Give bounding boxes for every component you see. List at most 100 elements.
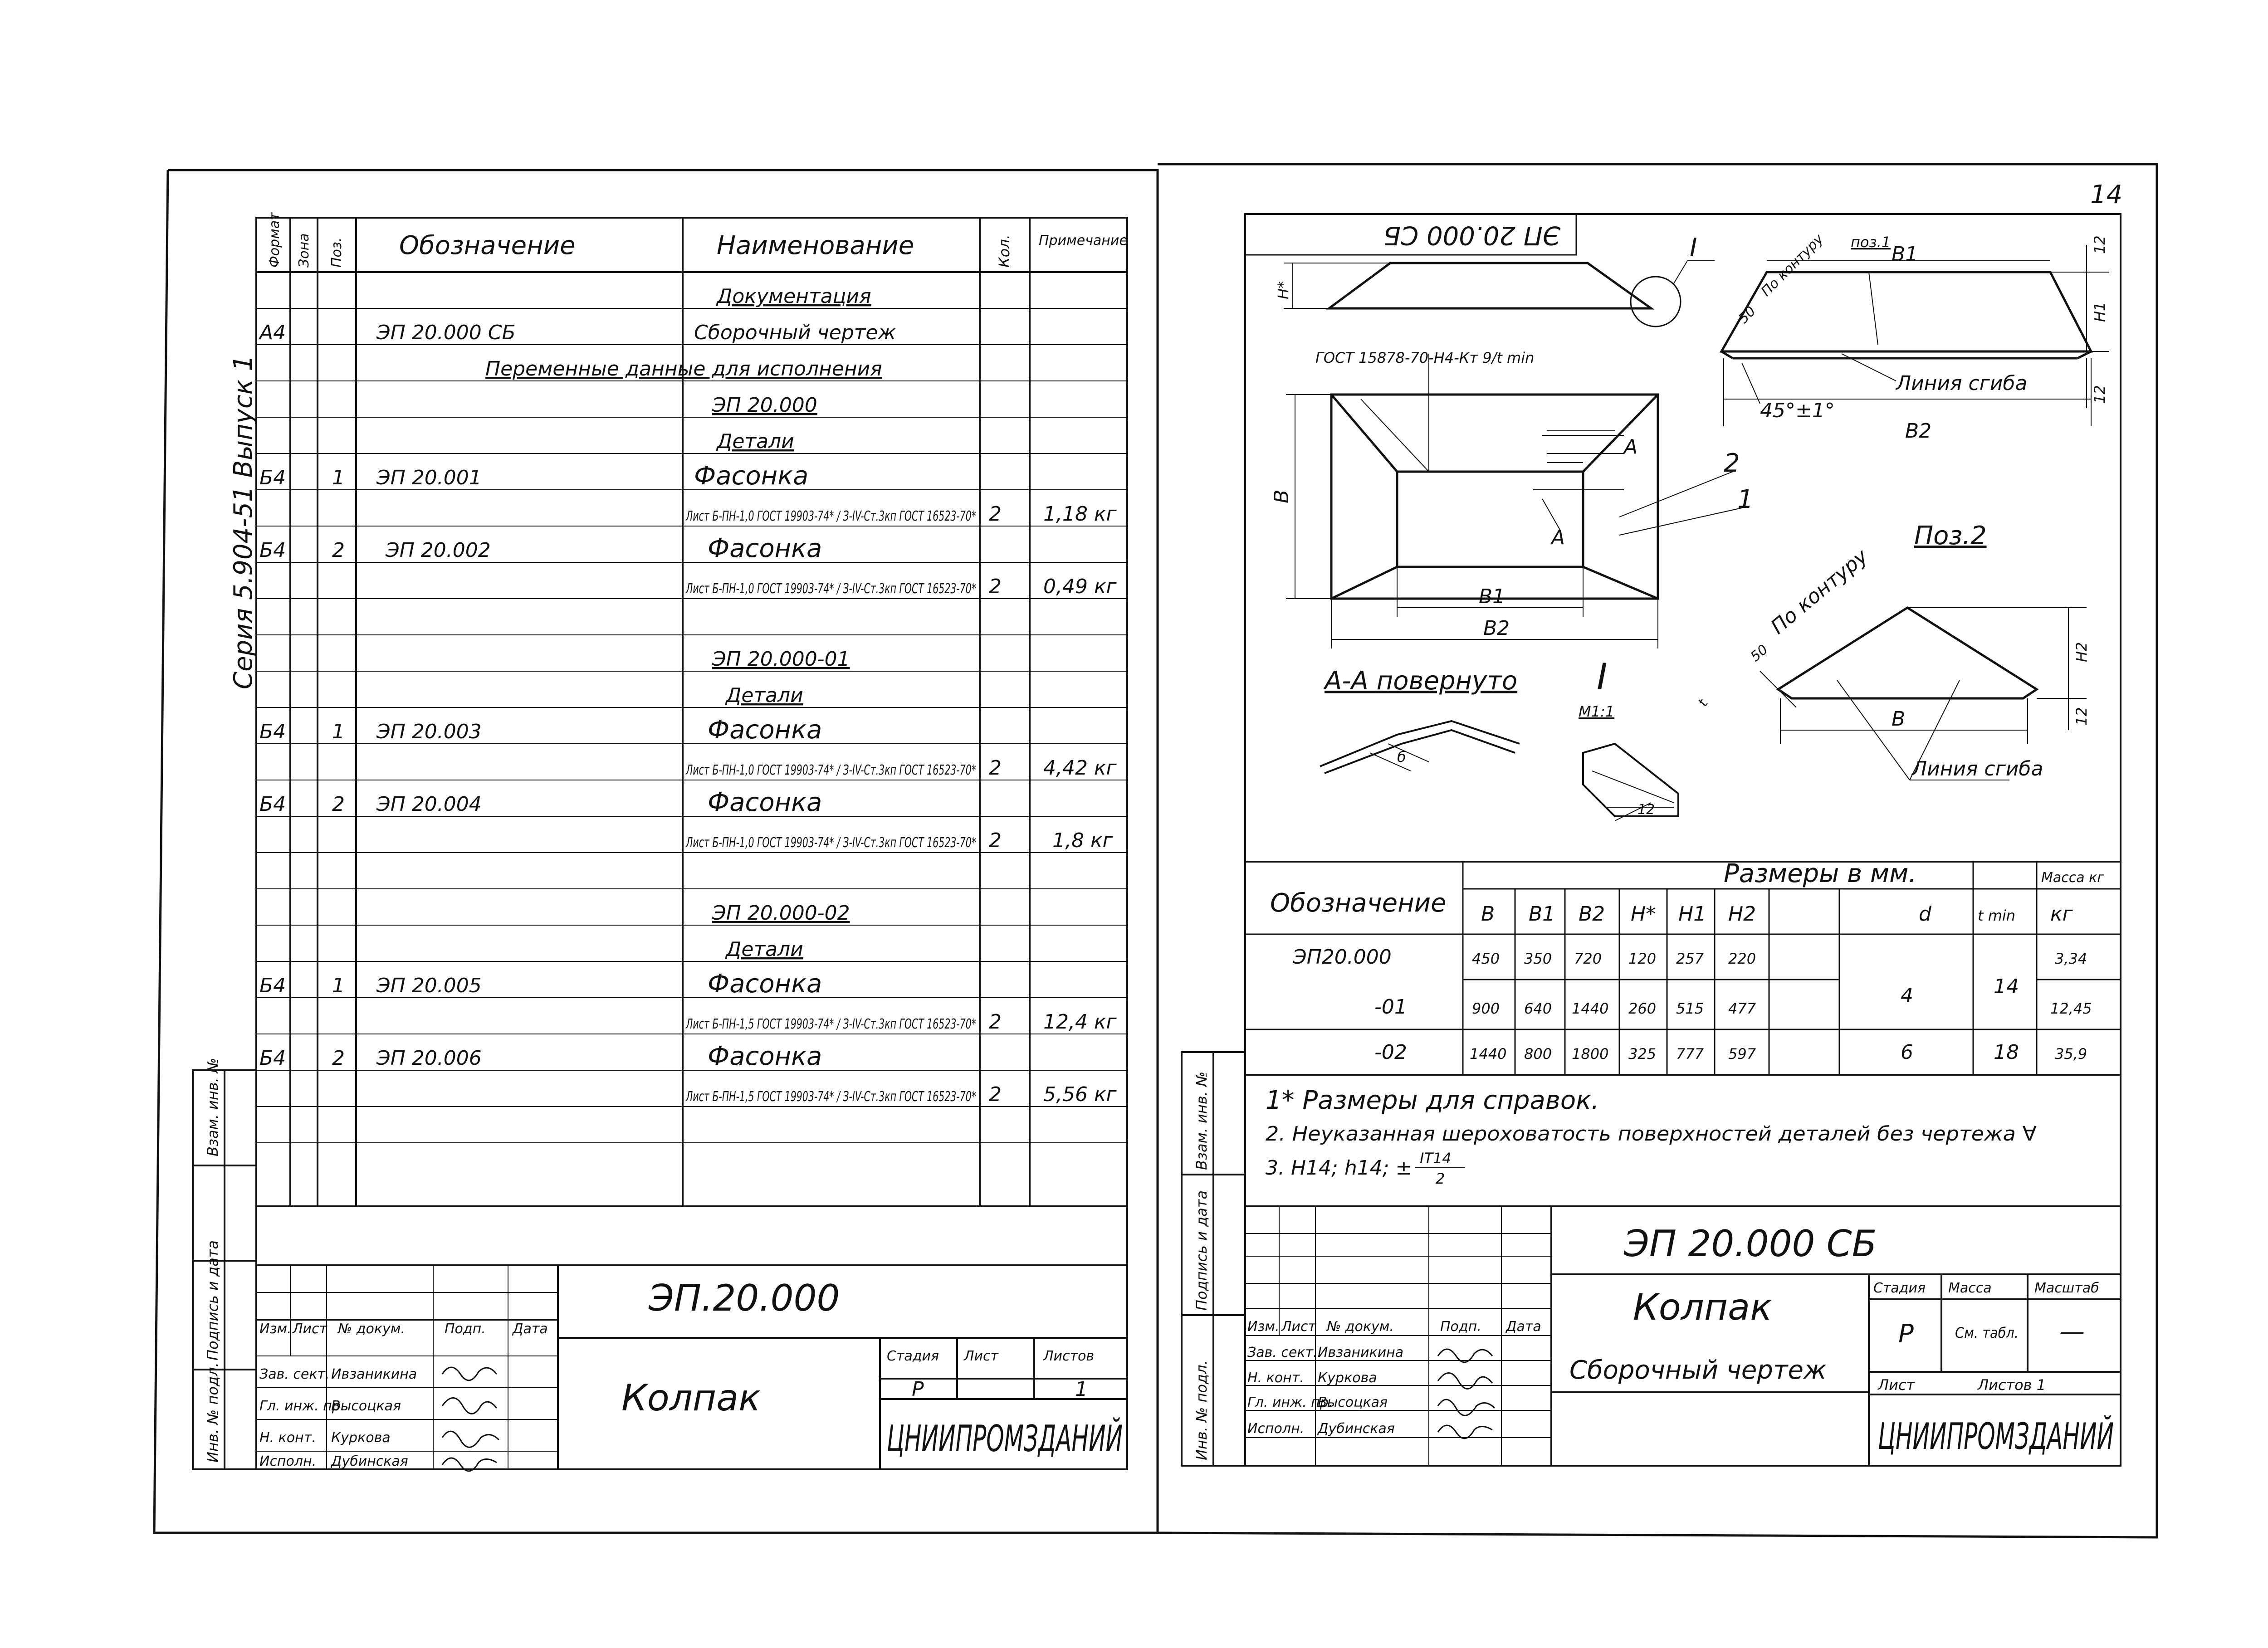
right-side-replace-inv: Взам. инв. №: [1193, 1072, 1210, 1170]
left-side-stamp: [192, 1069, 257, 1470]
spec-row-6-name: Лист Б-ПН-1,0 ГОСТ 19903-74* / З-IV-Ст.3…: [685, 508, 976, 524]
spec-row-21-name: Фасонка: [708, 1042, 822, 1071]
right-side-stamp: [1181, 1051, 1246, 1467]
pos2-dim-h2: Н2: [2073, 642, 2090, 662]
left-side-replace-inv: Взам. инв. №: [204, 1058, 221, 1156]
spec-row-5-name: Фасонка: [694, 461, 808, 491]
left-tb-stage-label: Стадия: [887, 1348, 939, 1364]
spec-header-zone: Зона: [296, 233, 312, 268]
spec-row-12-format: Б4: [259, 720, 286, 743]
spec-row-10-name: ЭП 20.000-01: [712, 648, 850, 671]
left-tb-code: ЭП.20.000: [648, 1277, 840, 1319]
right-tb-h-list: Лист: [1281, 1319, 1317, 1335]
note-3-frac-top: IT14: [1420, 1150, 1452, 1167]
note-1: 1* Размеры для справок.: [1266, 1086, 1599, 1115]
left-tb-person-0: Ивзаникина: [331, 1366, 417, 1382]
signature-r4: [1437, 1424, 1493, 1439]
dims-col-h1: Н1: [1678, 902, 1706, 926]
spec-header-note: Примечание: [1039, 233, 1128, 249]
dims-row-0-code: ЭП20.000: [1292, 946, 1392, 969]
spec-row-12-designation: ЭП 20.003: [376, 720, 482, 743]
spec-row-7-format: Б4: [259, 539, 286, 562]
sheet-number: 14: [2090, 180, 2122, 210]
pos2-contour: По контуру: [1766, 544, 1872, 639]
spec-row-2-designation: Переменные данные для исполнения: [485, 357, 882, 380]
signature-r2: [1437, 1372, 1493, 1390]
dims-col-mass: кг: [2050, 902, 2073, 926]
left-tb-h-doc: № докум.: [337, 1321, 405, 1337]
dims-row-0-b2: 720: [1574, 950, 1602, 967]
dims-d-c: 6: [1901, 1041, 1913, 1064]
right-tb-role-3: Исполн.: [1247, 1421, 1304, 1437]
left-tb-h-list: Лист: [292, 1321, 328, 1337]
right-tb-person-1: Куркова: [1318, 1370, 1377, 1386]
dims-row-1-mass: 12,45: [2050, 1000, 2092, 1017]
pos2-dim-12: 12: [2073, 707, 2090, 726]
signature-2: [441, 1397, 498, 1414]
left-tb-h-izm: Изм.: [259, 1321, 292, 1337]
left-tb-h-sign: Подп.: [445, 1321, 486, 1337]
note-3: 3. Н14; h14; ±: [1266, 1156, 1412, 1180]
left-title-people-grid: [256, 1265, 558, 1469]
right-tb-h-date: Дата: [1505, 1319, 1541, 1335]
pos1-dim-b1: В1: [1892, 243, 1918, 266]
spec-row-19-designation: ЭП 20.005: [376, 974, 482, 997]
section-aa-dim-b: б: [1397, 748, 1406, 765]
pos1-dim-12-top: 12: [2091, 235, 2108, 254]
spec-row-19-pos: 1: [332, 974, 345, 997]
spec-row-11-name: Детали: [725, 684, 803, 707]
spec-row-21-designation: ЭП 20.006: [376, 1047, 482, 1070]
left-side-inv-no: Инв. № подл.: [204, 1362, 221, 1463]
pos1-contour: По контуру: [1758, 231, 1827, 300]
right-tb-h-izm: Изм.: [1247, 1319, 1280, 1335]
plan-view-dims: [1286, 354, 1742, 648]
right-tb-role-0: Зав. сект.: [1247, 1345, 1317, 1360]
pos2-dim-50: 50: [1748, 642, 1771, 665]
right-tb-name: Колпак: [1633, 1286, 1772, 1328]
pos1-label: поз.1: [1851, 234, 1891, 251]
right-tb-person-0: Ивзаникина: [1318, 1345, 1403, 1360]
spec-row-8-name: Лист Б-ПН-1,0 ГОСТ 19903-74* / З-IV-Ст.3…: [685, 581, 976, 597]
dims-col-b: В: [1481, 902, 1495, 926]
left-tb-signatures: [441, 1366, 500, 1472]
right-tb-person-2: Высоцкая: [1318, 1394, 1388, 1410]
dims-col-d: d: [1919, 902, 1932, 926]
dims-row-0-h1: 257: [1676, 950, 1704, 967]
dims-row-1-b: 900: [1472, 1000, 1500, 1017]
right-tb-h-sign: Подп.: [1440, 1319, 1481, 1335]
dims-row-1-code: -01: [1374, 995, 1407, 1019]
spec-row-22-note: 5,56 кг: [1043, 1083, 1117, 1106]
signature-1: [441, 1366, 498, 1381]
dims-d-ab: 4: [1901, 984, 1913, 1007]
pos2-dim-b: В: [1892, 707, 1905, 731]
signature-r3: [1437, 1399, 1496, 1416]
right-tb-mass-label: Масса: [1948, 1280, 1992, 1296]
dims-header-sizes: Размеры в мм.: [1724, 859, 1916, 888]
dims-header-mass: Масса кг: [2041, 870, 2104, 886]
gost-note: ГОСТ 15878-70-Н4-Кт 9/t min: [1315, 349, 1534, 366]
spec-row-lines: [256, 308, 1127, 1143]
spec-row-14-format: Б4: [259, 793, 286, 816]
right-title-people-grid: [1245, 1206, 1551, 1466]
left-tb-person-1: Высоцкая: [331, 1398, 401, 1414]
section-aa-label: А-А повернуто: [1323, 666, 1517, 696]
spec-row-15-note: 1,8 кг: [1052, 829, 1114, 852]
left-tb-h-date: Дата: [512, 1321, 548, 1337]
section-aa: [1320, 720, 1520, 774]
spec-row-5-pos: 1: [332, 466, 345, 489]
leader-label-1: 1: [1737, 485, 1754, 514]
dims-row-1-h2: 477: [1728, 1000, 1756, 1017]
left-tb-role-3: Исполн.: [259, 1453, 316, 1469]
spec-row-7-designation: ЭП 20.002: [385, 539, 491, 562]
right-tb-role-2: Гл. инж. пр.: [1247, 1394, 1333, 1410]
spec-row-4-name: Детали: [716, 430, 794, 453]
dims-row-2-b: 1440: [1470, 1045, 1506, 1063]
spec-row-20-name: Лист Б-ПН-1,5 ГОСТ 19903-74* / З-IV-Ст.3…: [685, 1016, 976, 1032]
dims-row-0-b1: 350: [1524, 950, 1552, 967]
dims-row-1-h1: 515: [1676, 1000, 1704, 1017]
top-stamp-box: [1244, 213, 1577, 256]
dims-col-h2: Н2: [1728, 902, 1756, 926]
dims-row-2-h: 325: [1628, 1045, 1656, 1063]
spec-row-12-name: Фасонка: [708, 715, 822, 745]
